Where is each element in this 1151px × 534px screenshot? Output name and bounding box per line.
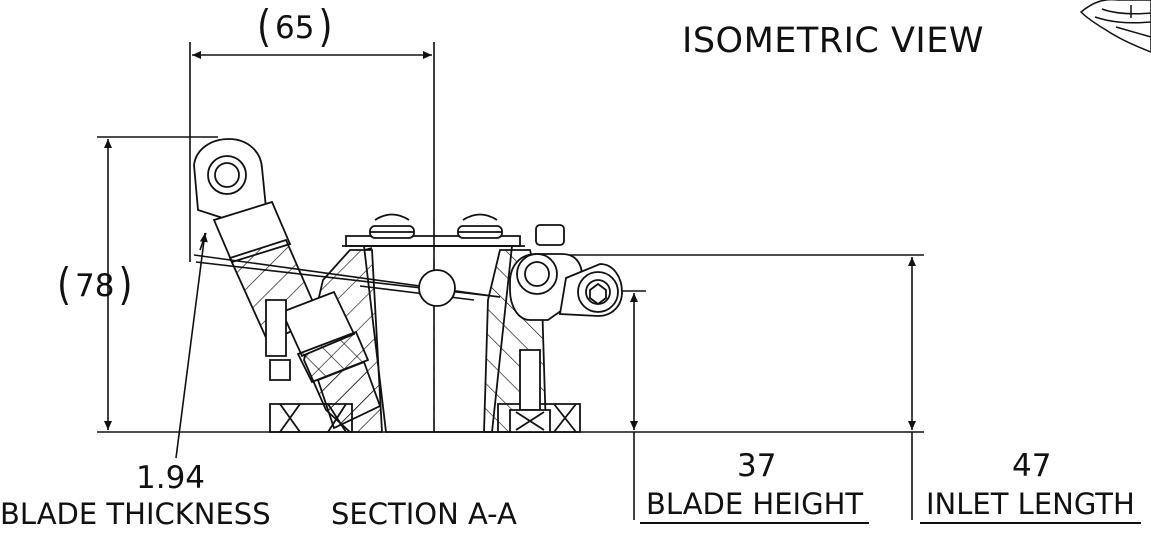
- isometric-view-fragment: [1079, 0, 1151, 53]
- width-dimension-close-paren: ): [318, 2, 333, 52]
- inlet-length-name: INLET LENGTH: [920, 490, 1141, 524]
- blade-height-name: BLADE HEIGHT: [640, 490, 870, 524]
- height-dimension-value: 78: [75, 267, 115, 304]
- height-dimension-open-paren: (: [57, 260, 72, 310]
- blade-height-value: 37: [737, 448, 777, 484]
- isometric-view-title: ISOMETRIC VIEW: [682, 21, 984, 61]
- height-dimension-close-paren: ): [118, 260, 133, 310]
- height-dimension-label: ( 78 ): [57, 264, 133, 307]
- inlet-length-value: 47: [1012, 448, 1052, 484]
- blade-thickness-leader: [175, 232, 208, 459]
- pivot-fastener: [418, 269, 456, 307]
- clamp-arm: [193, 138, 382, 430]
- width-dimension-open-paren: (: [257, 2, 272, 52]
- width-dimension-label: ( 65 ): [257, 6, 333, 49]
- right-bracket: [509, 253, 623, 321]
- height-dimension-value-group: ( 78 ): [57, 264, 133, 307]
- blade-thickness-name: BLADE THICKNESS: [0, 497, 271, 531]
- width-dimension-value: 65: [275, 9, 315, 46]
- blade-thickness-value: 1.94: [136, 460, 206, 496]
- width-dimension-value-group: ( 65 ): [257, 6, 333, 49]
- height-dimension: [97, 136, 218, 430]
- section-title: SECTION A-A: [331, 497, 517, 531]
